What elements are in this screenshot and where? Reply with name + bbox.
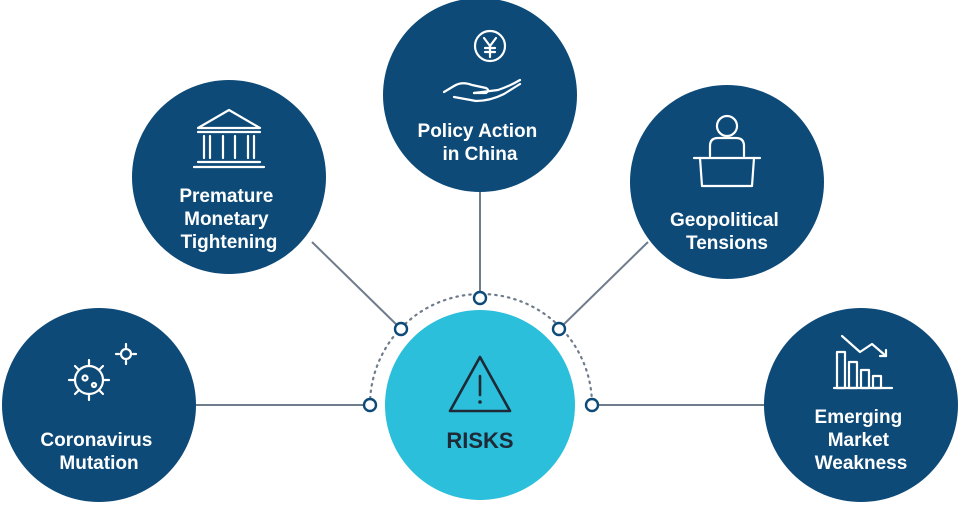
risk-node-china: Policy Action in China	[383, 0, 577, 192]
risk-label-line: Mutation	[59, 453, 138, 474]
node-circle	[764, 308, 958, 502]
virus-icon	[67, 342, 138, 402]
junction-dot-monetary	[393, 321, 409, 337]
connector-geopolitical	[558, 241, 649, 330]
node-circle	[2, 308, 196, 502]
warning-triangle-icon	[448, 355, 512, 413]
risk-label-china: Policy Action in China	[418, 121, 543, 165]
node-circle	[383, 0, 577, 192]
junction-dots	[362, 290, 600, 413]
risk-label-monetary: Premature Monetary Tightening	[179, 186, 278, 253]
risk-node-coronavirus: Coronavirus Mutation	[2, 308, 196, 502]
risk-label-line: Tightening	[181, 232, 278, 253]
podium-speaker-icon	[692, 114, 762, 188]
risk-label-line: Policy Action	[418, 121, 538, 142]
risk-label-line: Geopolitical	[670, 210, 779, 231]
bank-building-icon	[192, 108, 266, 169]
junction-dot-geopolitical	[551, 321, 567, 337]
risk-label-line: Weakness	[815, 453, 908, 474]
center-circle	[385, 310, 575, 500]
risk-label-line: Premature	[179, 186, 273, 207]
risk-label-line: Market	[828, 430, 890, 451]
risk-node-monetary: Premature Monetary Tightening	[132, 80, 326, 274]
declining-bar-chart-icon	[832, 334, 894, 390]
connectors	[196, 190, 768, 406]
dotted-arc	[368, 292, 594, 407]
risk-label-line: Tensions	[686, 233, 768, 254]
risk-label-coronavirus: Coronavirus Mutation	[40, 430, 157, 474]
connector-monetary	[311, 241, 402, 330]
risk-label-line: Monetary	[184, 209, 269, 230]
junction-dot-emerging	[584, 397, 600, 413]
risk-label-emerging: Emerging Market Weakness	[815, 407, 908, 474]
risk-label-line: Coronavirus	[40, 430, 152, 451]
risk-label-line: Emerging	[815, 407, 903, 428]
node-circle	[132, 80, 326, 274]
center-label: RISKS	[446, 428, 513, 453]
risk-node-geopolitical: Geopolitical Tensions	[630, 85, 824, 279]
yen-coin-hand-icon	[442, 29, 522, 103]
node-circle	[630, 85, 824, 279]
junction-dot-china	[472, 290, 488, 306]
junction-dot-coronavirus	[362, 397, 378, 413]
risk-label-geopolitical: Geopolitical Tensions	[670, 210, 784, 254]
risk-node-emerging: Emerging Market Weakness	[764, 308, 958, 502]
risk-label-line: in China	[443, 144, 518, 165]
center-node: RISKS	[385, 310, 575, 500]
